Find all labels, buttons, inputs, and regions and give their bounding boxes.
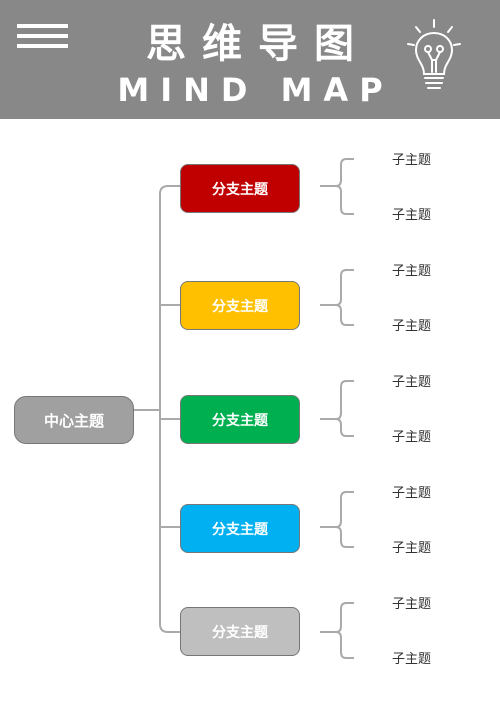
subtopic-4-1[interactable]: 子主题: [392, 486, 432, 501]
branch-topic-5[interactable]: 分支主题: [180, 607, 300, 656]
lightbulb-icon: [407, 19, 461, 89]
bracket-5: [335, 602, 354, 659]
branch-topic-2[interactable]: 分支主题: [180, 281, 300, 330]
bracket-1: [335, 158, 354, 215]
bracket-4: [335, 491, 354, 548]
branch-topic-4[interactable]: 分支主题: [180, 504, 300, 553]
bracket-3: [335, 380, 354, 437]
center-topic[interactable]: 中心主题: [14, 396, 134, 444]
subtopic-4-2[interactable]: 子主题: [392, 541, 432, 556]
subtopic-3-1[interactable]: 子主题: [392, 375, 432, 390]
branch-topic-1[interactable]: 分支主题: [180, 164, 300, 213]
branch-topic-3[interactable]: 分支主题: [180, 395, 300, 444]
subtopic-5-2[interactable]: 子主题: [392, 652, 432, 667]
subtopic-5-1[interactable]: 子主题: [392, 597, 432, 612]
menu-icon[interactable]: [17, 24, 68, 48]
page-title: 思维导图: [146, 21, 370, 67]
branch-connector-1: [159, 185, 180, 195]
subtopic-3-2[interactable]: 子主题: [392, 430, 432, 445]
subtopic-1-2[interactable]: 子主题: [392, 208, 432, 223]
trunk-line: [159, 194, 180, 633]
subtopic-2-1[interactable]: 子主题: [392, 264, 432, 279]
bracket-2: [335, 269, 354, 326]
header-banner: 思维导图 MIND MAP: [0, 0, 500, 119]
subtopic-1-1[interactable]: 子主题: [392, 153, 432, 168]
subtopic-2-2[interactable]: 子主题: [392, 319, 432, 334]
page-subtitle: MIND MAP: [117, 71, 394, 109]
